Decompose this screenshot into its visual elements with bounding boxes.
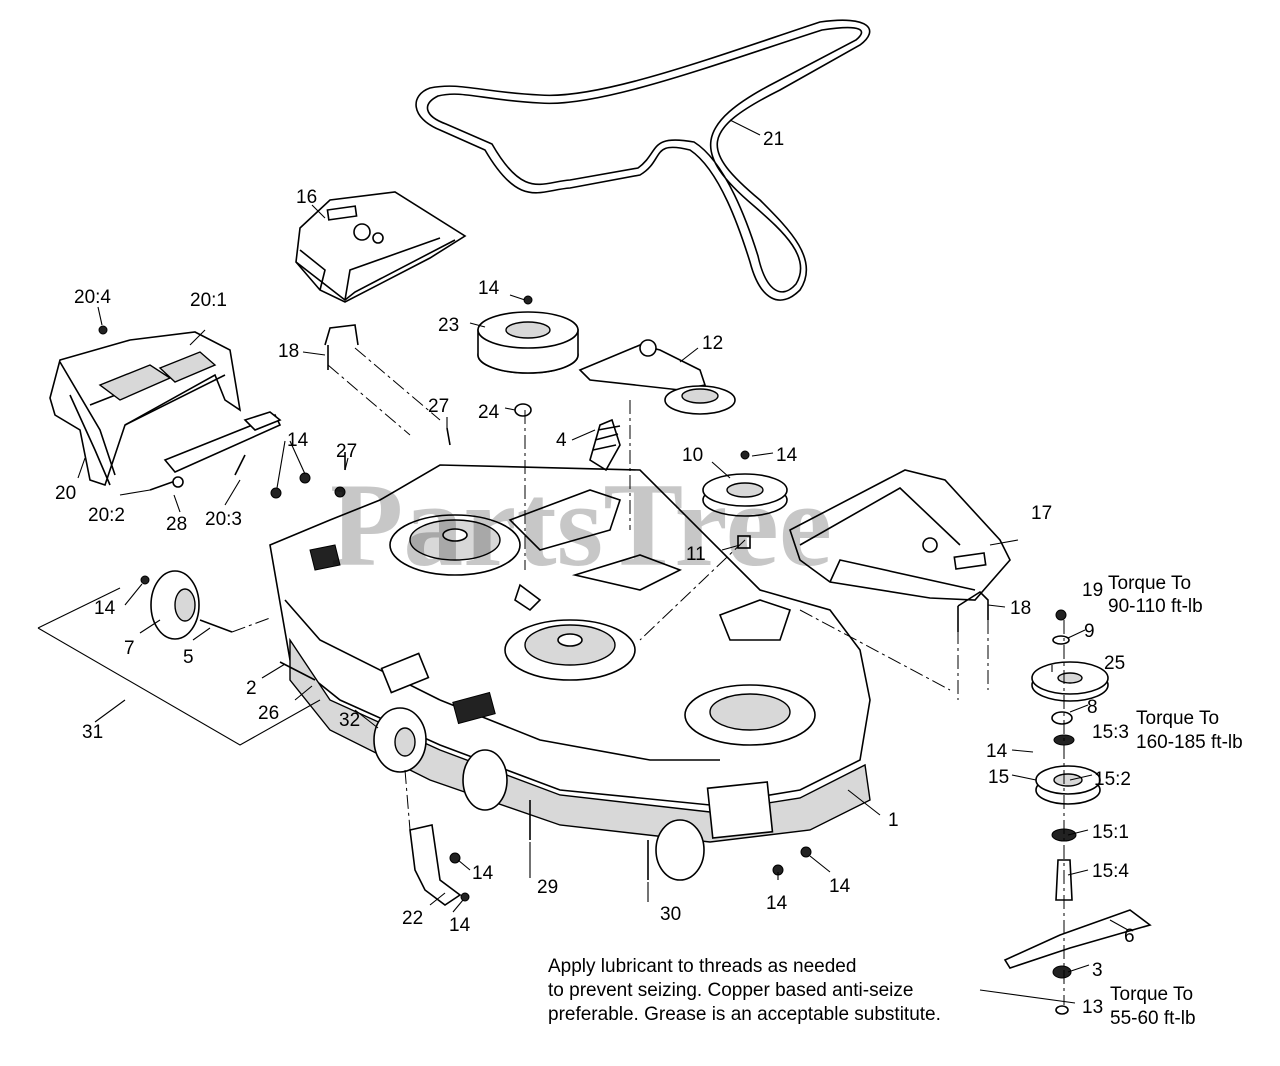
torque-note-13-line1: Torque To bbox=[1110, 984, 1193, 1005]
callout-15-4: 15:4 bbox=[1092, 861, 1129, 882]
callout-31: 31 bbox=[82, 722, 103, 743]
callout-13: 13 bbox=[1082, 997, 1103, 1018]
pulley-23 bbox=[477, 295, 579, 417]
callout-22: 22 bbox=[402, 908, 423, 929]
callout-25: 25 bbox=[1104, 653, 1125, 674]
callout-14-a: 14 bbox=[478, 278, 500, 299]
callout-4: 4 bbox=[556, 430, 567, 451]
torque-note-19-line1: Torque To bbox=[1108, 573, 1191, 594]
lubricant-note-line3: preferable. Grease is an acceptable subs… bbox=[548, 1004, 941, 1025]
spring-4 bbox=[589, 418, 621, 472]
callout-12: 12 bbox=[702, 333, 723, 354]
callout-6: 6 bbox=[1124, 926, 1135, 947]
callout-16: 16 bbox=[296, 187, 317, 208]
callout-8: 8 bbox=[1087, 697, 1098, 718]
callout-20: 20 bbox=[55, 483, 76, 504]
callout-28: 28 bbox=[166, 514, 187, 535]
callout-1: 1 bbox=[888, 810, 899, 831]
idler-arm-12 bbox=[578, 339, 736, 415]
assembly-lines bbox=[231, 347, 989, 831]
callout-15: 15 bbox=[988, 767, 1009, 788]
belt-cover-17 bbox=[789, 469, 1011, 601]
callout-3: 3 bbox=[1092, 960, 1103, 981]
callout-15-1: 15:1 bbox=[1092, 822, 1129, 843]
callout-27-a: 27 bbox=[428, 396, 449, 417]
callout-14-g: 14 bbox=[829, 876, 851, 897]
pulley-10 bbox=[702, 450, 788, 549]
callout-18-b: 18 bbox=[1010, 598, 1031, 619]
wheel-32 bbox=[373, 707, 427, 773]
callout-21: 21 bbox=[763, 129, 784, 150]
callout-23: 23 bbox=[438, 315, 459, 336]
callout-15-3: 15:3 bbox=[1092, 722, 1129, 743]
callout-20-3: 20:3 bbox=[205, 509, 242, 530]
callout-10: 10 bbox=[682, 445, 703, 466]
callout-30: 30 bbox=[660, 904, 681, 925]
torque-note-19-line2: 90-110 ft-lb bbox=[1108, 596, 1203, 617]
callout-19: 19 bbox=[1082, 580, 1103, 601]
callout-15-2: 15:2 bbox=[1094, 769, 1131, 790]
callout-26: 26 bbox=[258, 703, 279, 724]
callout-32: 32 bbox=[339, 710, 360, 731]
watermark: PartsTree bbox=[330, 458, 832, 591]
callout-18-a: 18 bbox=[278, 341, 299, 362]
torque-note-15-line1: Torque To bbox=[1136, 708, 1219, 729]
deck-wheels bbox=[462, 749, 705, 881]
lubricant-note-line2: to prevent seizing. Copper based anti-se… bbox=[548, 980, 913, 1001]
callout-14-d: 14 bbox=[986, 741, 1008, 762]
callout-29: 29 bbox=[537, 877, 558, 898]
bracket-22 bbox=[409, 824, 462, 906]
callout-14-f: 14 bbox=[766, 893, 788, 914]
callout-11: 11 bbox=[686, 544, 706, 565]
callout-20-4: 20:4 bbox=[74, 287, 111, 308]
bracket-31 bbox=[37, 587, 321, 746]
belt-21 bbox=[415, 19, 871, 301]
belt-cover-20 bbox=[49, 331, 242, 487]
callout-14-e: 14 bbox=[94, 598, 116, 619]
torque-note-13-line2: 55-60 ft-lb bbox=[1110, 1008, 1196, 1029]
wheel-7 bbox=[140, 570, 233, 640]
bolts bbox=[98, 324, 989, 902]
torque-note-15-line2: 160-185 ft-lb bbox=[1136, 732, 1243, 753]
lubricant-note-line1: Apply lubricant to threads as needed bbox=[548, 956, 856, 977]
callout-17: 17 bbox=[1031, 503, 1052, 524]
callout-24: 24 bbox=[478, 402, 500, 423]
callout-14-b: 14 bbox=[776, 445, 798, 466]
callout-7: 7 bbox=[124, 638, 135, 659]
callout-14-c: 14 bbox=[287, 430, 309, 451]
callout-27-b: 27 bbox=[336, 441, 357, 462]
callout-20-1: 20:1 bbox=[190, 290, 227, 311]
callout-20-2: 20:2 bbox=[88, 505, 125, 526]
leader-lines bbox=[77, 119, 1129, 1004]
callout-2: 2 bbox=[246, 678, 257, 699]
callout-9: 9 bbox=[1084, 621, 1095, 642]
cover-bracket-20-2 bbox=[149, 411, 282, 491]
spindle-assembly-15 bbox=[1003, 609, 1152, 1015]
callout-14-h: 14 bbox=[472, 863, 494, 884]
belt-cover-16 bbox=[295, 191, 467, 303]
callout-5: 5 bbox=[183, 647, 194, 668]
callout-14-i: 14 bbox=[449, 915, 471, 936]
